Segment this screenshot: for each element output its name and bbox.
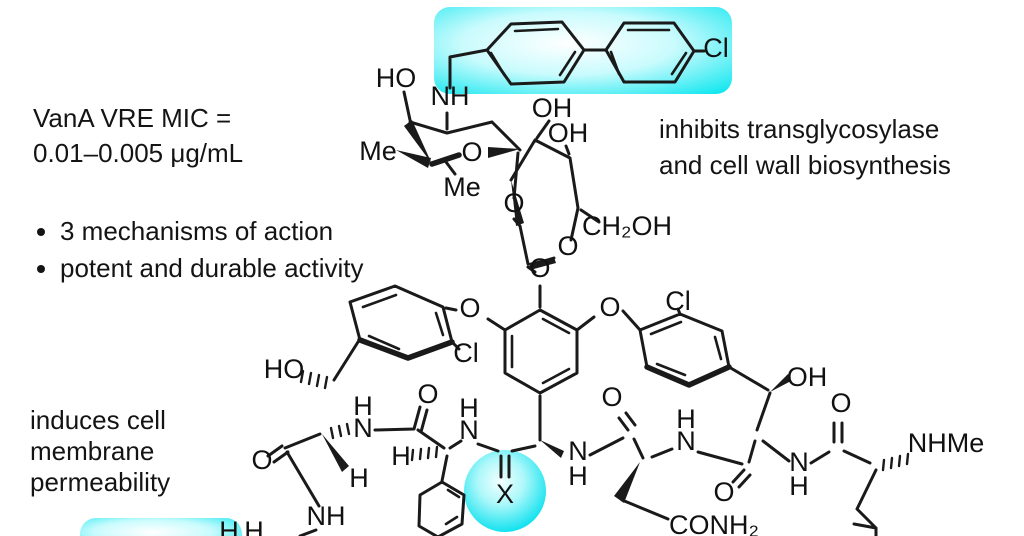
atom-label-vanco-ho: HO (376, 63, 417, 93)
atom-label-h-cutoff-1: H (219, 516, 239, 536)
bonds-normal (266, 20, 878, 536)
bullet-mechanisms: 3 mechanisms of action (60, 213, 364, 250)
mic-annotation: VanA VRE MIC = 0.01–0.005 μg/mL (33, 101, 243, 171)
atom-label-ether-o-left: O (459, 293, 480, 323)
atom-label-amide5-h: H (676, 404, 696, 434)
atom-label-amide5-n: N (676, 426, 696, 456)
atom-label-amide4-h: H (568, 461, 588, 491)
atom-label-carbonyl-o-2: O (417, 379, 438, 409)
atom-label-glycosidic-o: O (529, 253, 550, 283)
mic-line-2: 0.01–0.005 μg/mL (33, 138, 244, 168)
atom-label-carbonyl-o-left: O (251, 445, 272, 475)
atom-label-n-methylamine: NHMe (908, 428, 985, 458)
atom-label-amide1-h: H (353, 391, 373, 421)
bonds-hashes (299, 369, 910, 472)
atom-label-nh-bottom-left: NH (307, 501, 346, 531)
mech-left-line-2: membrane (30, 436, 155, 466)
atom-label-vanco-me-left: Me (359, 136, 397, 166)
atom-label-amide3-h: H (459, 393, 479, 423)
mech-left-line-3: permeability (30, 467, 171, 497)
atom-label-amide3-n: N (459, 415, 479, 445)
bullet-activity: potent and durable activity (60, 250, 364, 287)
atom-label-vanco-ring-o: O (461, 137, 482, 167)
atom-label-biphenyl-cl: Cl (703, 33, 729, 63)
atom-label-vanco-me-down: Me (443, 172, 481, 202)
property-bullet-list: 3 mechanisms of action potent and durabl… (30, 213, 364, 287)
transglycosylase-annotation: inhibits transglycosylase and cell wall … (659, 111, 951, 183)
atom-label-amide6-n: N (789, 447, 809, 477)
atom-label-aryl-cl-right: Cl (665, 286, 691, 316)
atom-label-benzylic-ho-left: HO (264, 354, 305, 384)
bonds-thick (357, 152, 732, 388)
atom-label-link-o: O (503, 188, 524, 218)
atom-label-ether-o-right: O (599, 292, 620, 322)
atom-label-amide1-n: N (353, 413, 373, 443)
atom-label-carbonyl-o-7: O (830, 388, 851, 418)
atom-label-x-substituent: X (496, 479, 514, 509)
atom-label-glucose-ring-o: O (557, 231, 578, 261)
atom-label-asn-conh2: CONH₂ (669, 510, 759, 536)
bonds-aromatic-inner (361, 27, 723, 526)
atom-label-benzylic-oh-right: OH (787, 362, 828, 392)
mech-right-line-1: inhibits transglycosylase (659, 114, 940, 144)
atom-label-alpha-h-1: H (349, 463, 369, 493)
atom-label-glucose-ch2oh: CH₂OH (582, 211, 672, 241)
bottom-left-highlight (80, 518, 242, 536)
atom-label-glucose-oh-2: OH (548, 118, 589, 148)
atom-label-amide6-h: H (789, 471, 809, 501)
mic-line-1: VanA VRE MIC = (33, 103, 232, 133)
mech-left-line-1: induces cell (30, 405, 166, 435)
atom-label-alpha-h-2: H (391, 441, 411, 471)
atom-label-amide4-n: N (568, 436, 588, 466)
atom-label-glucose-oh-top: OH (532, 93, 573, 123)
mech-right-line-2: and cell wall biosynthesis (659, 150, 951, 180)
membrane-annotation: induces cell membrane permeability (30, 405, 170, 498)
atom-label-h-cutoff-2: H (244, 516, 264, 536)
atom-label-aryl-cl-left: Cl (453, 338, 479, 368)
bond-skeleton (266, 20, 910, 536)
atom-label-vanco-nh: NH (431, 81, 470, 111)
atom-label-carbonyl-o-5: O (601, 382, 622, 412)
x-substituent-highlight (464, 450, 546, 532)
atom-label-carbonyl-o-6: O (713, 477, 734, 507)
